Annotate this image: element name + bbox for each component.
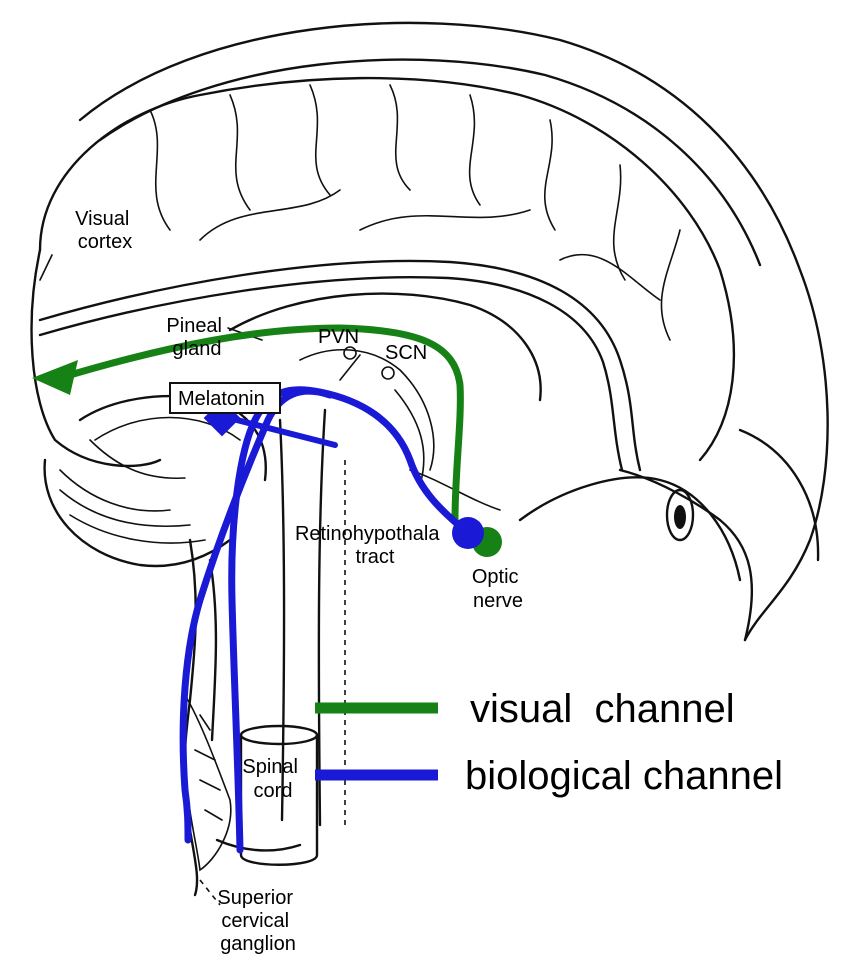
label-optic-nerve: Optic nerve	[472, 566, 524, 612]
legend-label-visual: visual channel	[470, 687, 735, 731]
label-pineal-gland: Pineal gland	[166, 315, 227, 360]
biological-channel-path	[183, 390, 484, 850]
label-pvn: PVN	[318, 326, 359, 348]
label-ganglion: Superior cervical ganglion	[217, 887, 298, 955]
visual-arrowhead	[32, 360, 78, 395]
legend: visual channel biological channel	[315, 687, 783, 798]
label-melatonin: Melatonin	[178, 388, 265, 410]
label-retinohypothalamic: Retinohypothala tract	[295, 523, 445, 568]
label-spinal-cord: Spinal cord	[242, 756, 303, 802]
legend-label-biological: biological channel	[465, 754, 783, 798]
retina-node	[452, 517, 484, 549]
label-visual-cortex: Visual cortex	[75, 208, 135, 253]
label-scn: SCN	[385, 342, 427, 364]
